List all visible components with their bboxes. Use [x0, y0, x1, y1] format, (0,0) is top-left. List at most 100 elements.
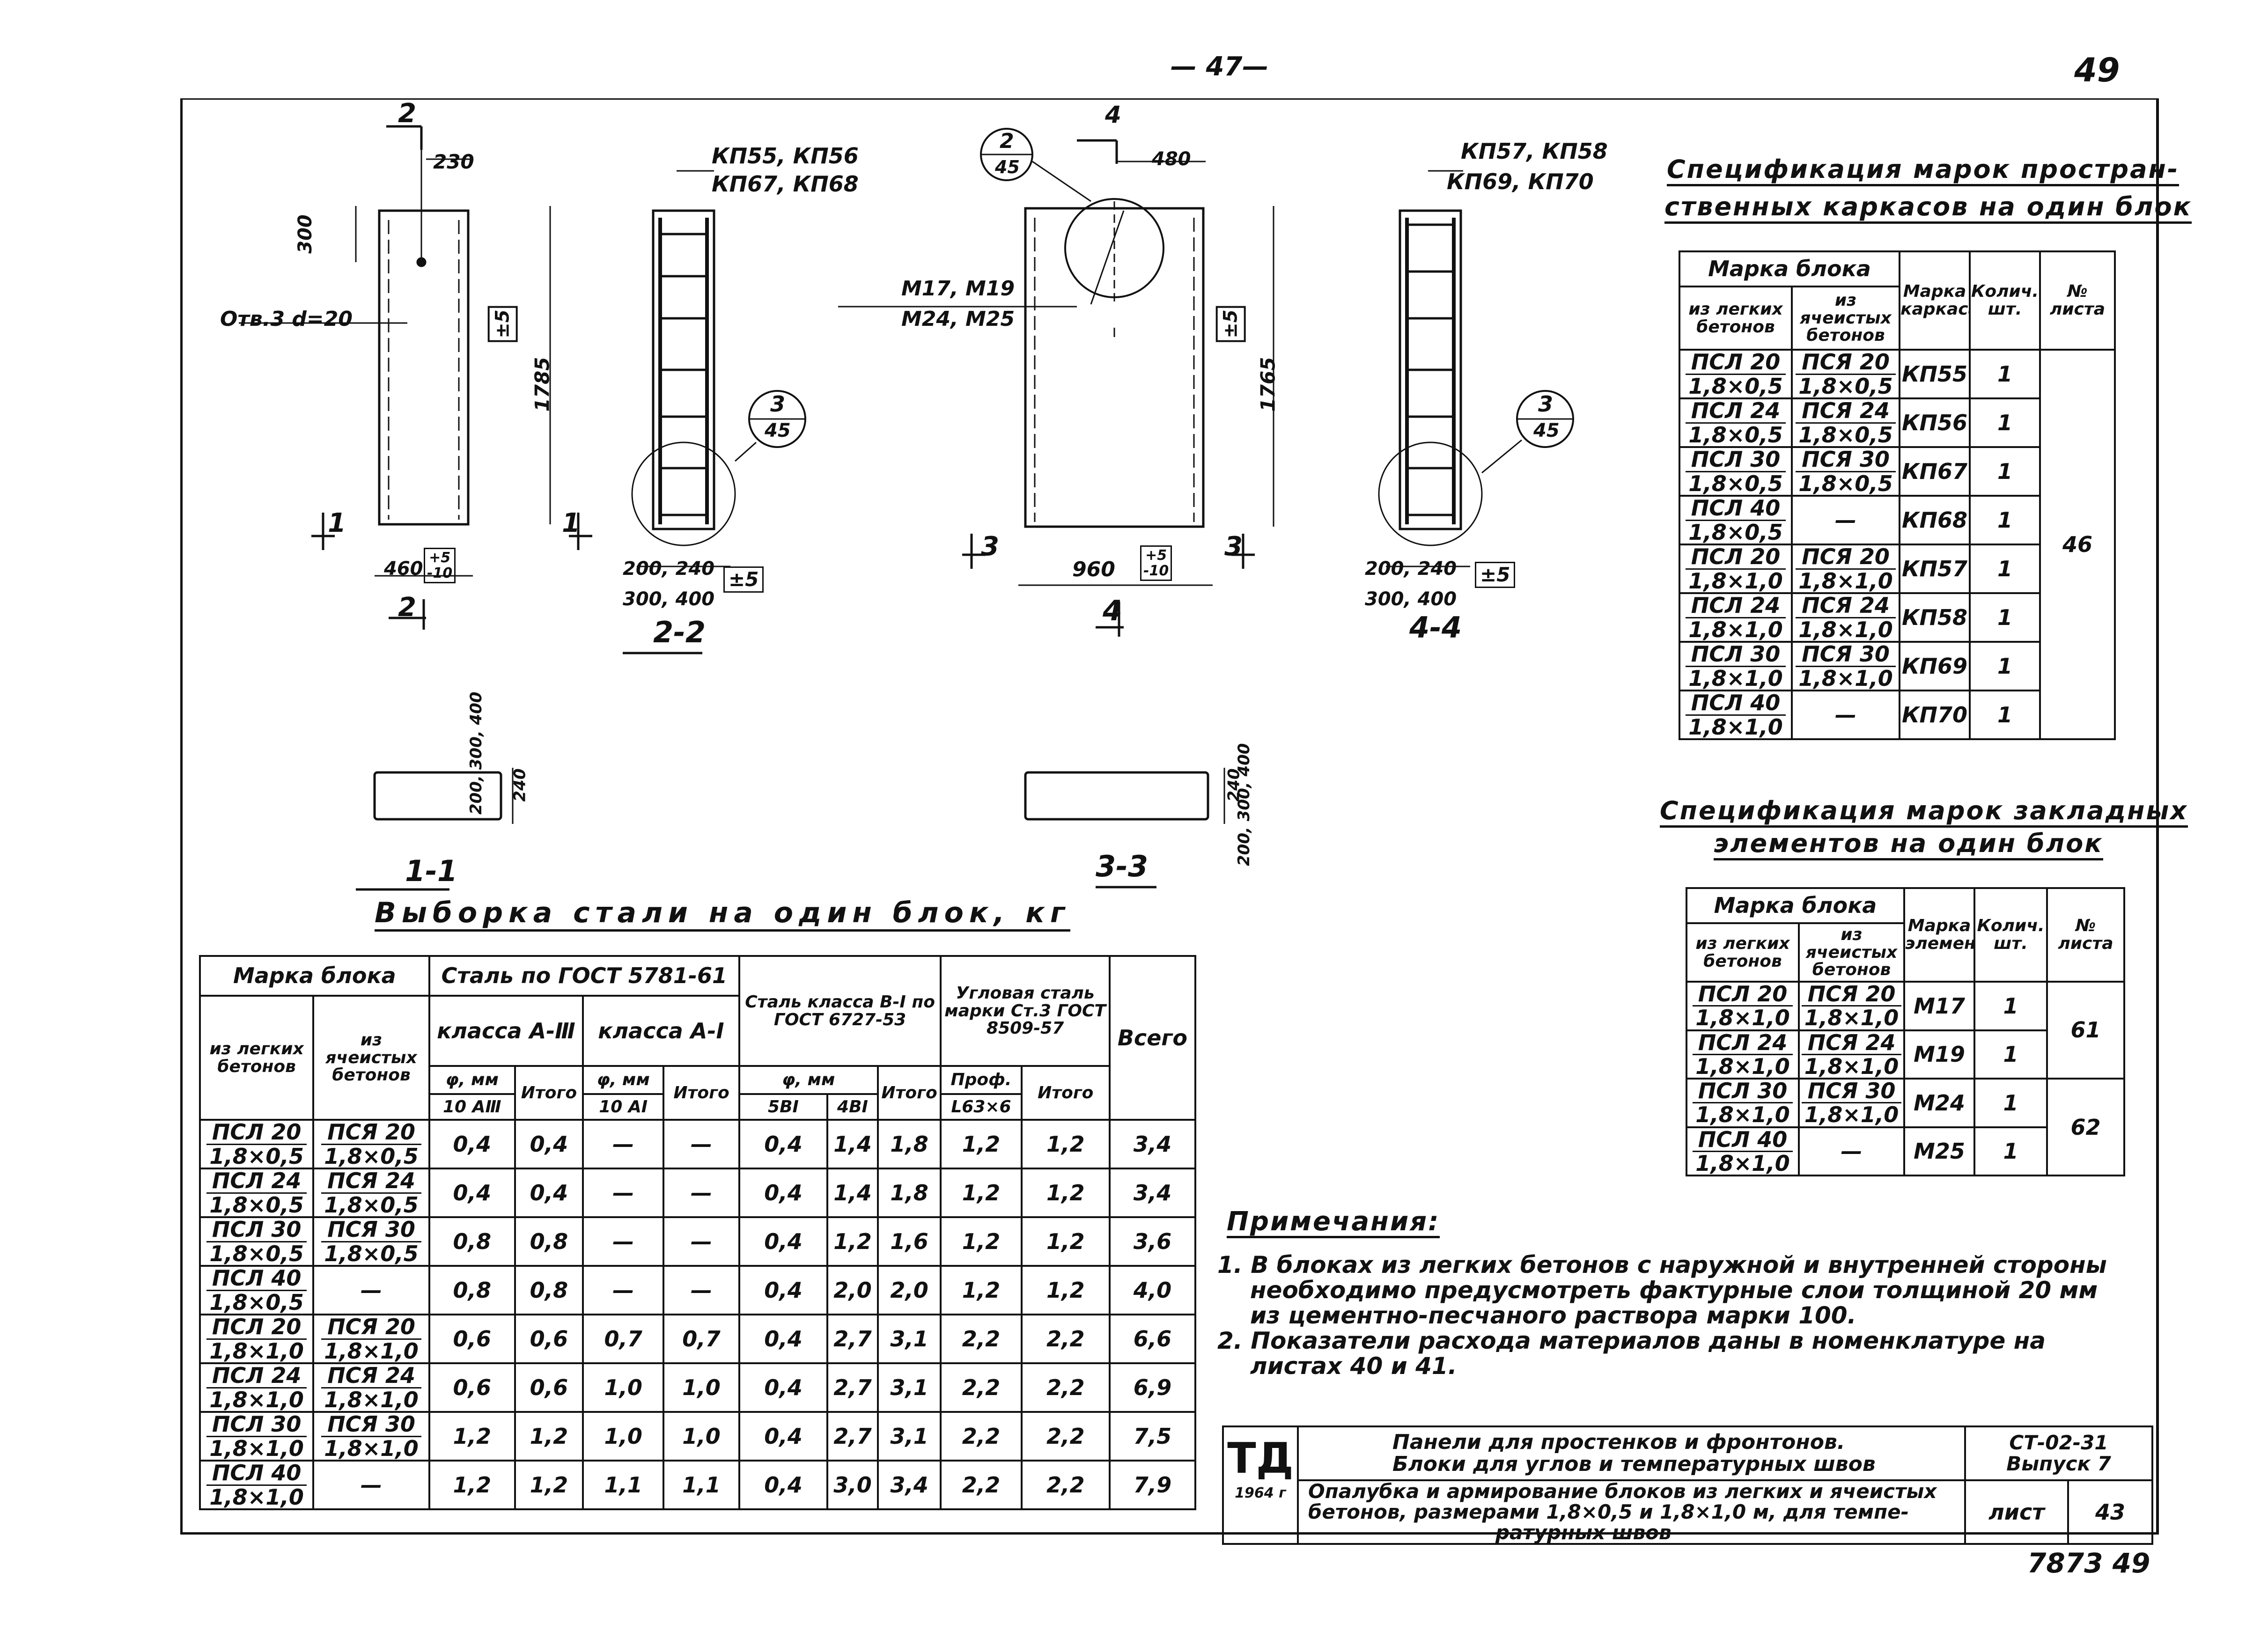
spec-frames-row-light-top: ПСЛ 24 [1686, 400, 1786, 424]
section-2-2-dim-a: 200, 240 [623, 558, 715, 580]
drawings-svg [239, 125, 1574, 891]
steel-row-bt: 3,1 [876, 1314, 942, 1364]
spec-embeds-row-qty: 1 [1973, 981, 2048, 1031]
steel-row-lt: 1,2 [1020, 1265, 1111, 1315]
spec-frames-row-cell-top: ПСЯ 30 [1796, 449, 1896, 472]
spec-embeds-sheet-a: 61 [2046, 980, 2126, 1080]
section-2-2-dim-b: 300, 400 [623, 588, 715, 610]
spec-frames-row-qty: 1 [1969, 544, 2041, 594]
spec-frames-row-cell-top: ПСЯ 24 [1796, 595, 1896, 618]
steel-row-b4: 3,0 [826, 1460, 879, 1510]
steel-row-b5: 0,4 [738, 1216, 829, 1267]
steel-row-a1: — [582, 1168, 665, 1218]
stamp-logo: ТД [1227, 1434, 1294, 1483]
steel-row-light-top: ПСЛ 30 [206, 1414, 307, 1437]
steel-row-bt: 1,8 [876, 1119, 942, 1169]
steel-row-b4: 1,2 [826, 1216, 879, 1267]
steel-row-a3t: 1,2 [514, 1460, 584, 1510]
spec-frames-row-mark: КП57 [1899, 544, 1971, 594]
steel-row-lt: 1,2 [1020, 1168, 1111, 1218]
page-number-top: — 47— [1171, 51, 1269, 82]
steel-h-grand: Всего [1108, 955, 1197, 1121]
spec-frames-row-cell-top: ПСЯ 20 [1796, 352, 1896, 375]
steel-row-a1: — [582, 1265, 665, 1315]
spec-embeds-sheet-b: 62 [2046, 1078, 2126, 1177]
steel-row-light-bottom: 1,8×0,5 [209, 1143, 304, 1168]
steel-row-light-bottom: 1,8×1,0 [209, 1484, 304, 1509]
steel-row-all: 7,9 [1108, 1460, 1197, 1510]
steel-row-a1: — [582, 1119, 665, 1169]
steel-row-a3: 0,6 [428, 1362, 516, 1413]
section-4-4-title: 4-4 [1409, 610, 1462, 645]
steel-row-a3t: 0,6 [514, 1362, 584, 1413]
left-section-mark-1b: 1 [562, 508, 580, 538]
steel-h-phi-b: φ, мм [738, 1065, 879, 1095]
steel-h-angle-size: L63×6 [940, 1093, 1023, 1121]
left-section-mark-bottom: 2 [398, 592, 416, 623]
steel-row-b5: 0,4 [738, 1265, 829, 1315]
sheet-corner-number: 49 [2074, 51, 2120, 89]
spec-embeds-h-block: Марка блока [1685, 887, 1906, 924]
section-2-2-outline [652, 209, 715, 530]
steel-row-light-bottom: 1,8×0,5 [209, 1289, 304, 1315]
right-callout-den: 45 [995, 157, 1020, 177]
steel-row-a1: 1,1 [582, 1460, 665, 1510]
steel-h-class3: класса А-Ⅲ [428, 995, 584, 1067]
right-callout-num: 2 [1000, 129, 1014, 153]
spec-frames-h-sheet: № листа [2039, 250, 2116, 351]
spec-embeds-row-mark: М25 [1903, 1126, 1976, 1177]
spec-frames-row-light-bottom: 1,8×1,0 [1688, 714, 1783, 739]
steel-row-all: 3,6 [1108, 1216, 1197, 1267]
stamp-desc-cell: Опалубка и армирование блоков из легких … [1297, 1479, 1966, 1545]
steel-row-l: 1,2 [940, 1119, 1023, 1169]
steel-row-a3t: 0,8 [514, 1265, 584, 1315]
steel-row-all: 4,0 [1108, 1265, 1197, 1315]
spec-embeds-row-cell: — [1797, 1126, 1906, 1177]
steel-row-a1: — [582, 1216, 665, 1267]
steel-row-b5: 0,4 [738, 1168, 829, 1218]
steel-row-a3: 0,4 [428, 1119, 516, 1169]
stamp-desc-2: бетонов, размерами 1,8×0,5 и 1,8×1,0 м, … [1308, 1500, 1909, 1524]
spec-embeds-row-light-top: ПСЛ 30 [1693, 1080, 1793, 1104]
steel-row-a1: 0,7 [582, 1314, 665, 1364]
steel-h-cell: из ячеистых бетонов [312, 995, 430, 1121]
section-4-4-marks-bottom: КП69, КП70 [1447, 169, 1594, 194]
left-section-mark-1a: 1 [328, 508, 346, 538]
steel-row-a1t: — [663, 1168, 740, 1218]
steel-row-b5: 0,4 [738, 1362, 829, 1413]
section-2-2-callout-num: 3 [770, 391, 786, 417]
spec-frames-row-qty: 1 [1969, 495, 2041, 545]
steel-row-l: 2,2 [940, 1460, 1023, 1510]
section-1-1-dims: 240 [510, 768, 530, 802]
steel-row-b4: 1,4 [826, 1168, 879, 1218]
steel-row-cell-bottom: 1,8×1,0 [324, 1338, 419, 1363]
steel-row-a3t: 0,4 [514, 1119, 584, 1169]
steel-row-a1t: — [663, 1265, 740, 1315]
spec-embeds-h-qty: Колич. шт. [1973, 887, 2048, 983]
steel-row-a3: 0,8 [428, 1216, 516, 1267]
stamp-desc-3: ратурных швов [1495, 1521, 1672, 1544]
section-4-4-dim-b: 300, 400 [1365, 588, 1457, 610]
steel-row-b5: 0,4 [738, 1411, 829, 1462]
title-block: ТД 1964 г Панели для простенков и фронто… [1222, 1425, 2154, 1545]
steel-row-a3: 0,6 [428, 1314, 516, 1364]
steel-row-b4: 2,7 [826, 1411, 879, 1462]
spec-frames-row-mark: КП55 [1899, 349, 1971, 399]
steel-row-a3: 1,2 [428, 1411, 516, 1462]
drawing-frame [180, 98, 2159, 1535]
steel-row-all: 3,4 [1108, 1119, 1197, 1169]
